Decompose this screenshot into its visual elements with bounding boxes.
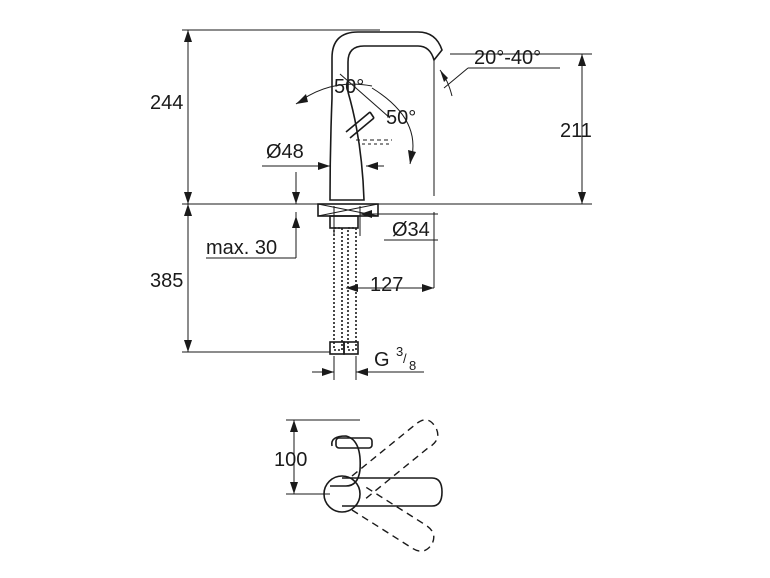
label-spout-angle: 20°-40° (474, 47, 541, 69)
faucet-plan-view: 100 (274, 419, 443, 552)
label-thread-den: 8 (409, 358, 416, 373)
label-244: 244 (150, 92, 183, 114)
label-lever-angle-side: 50° (386, 107, 416, 129)
label-plan-depth: 100 (274, 449, 307, 471)
dimension-thread: G 3 / 8 (312, 344, 424, 380)
dimension-body-diameter: Ø48 (262, 141, 384, 170)
dimension-385: 385 (150, 204, 192, 352)
label-211: 211 (560, 120, 592, 142)
label-lever-angle-top: 50° (334, 76, 364, 98)
dimension-211: 211 (560, 54, 592, 204)
label-hole-diameter: Ø34 (392, 219, 430, 241)
dimension-hole-diameter: Ø34 (333, 206, 438, 241)
dimension-spout-angle: 20°-40° (439, 47, 560, 97)
faucet-elevation (317, 31, 443, 355)
extension-lines (182, 29, 592, 353)
label-reach: 127 (370, 274, 403, 296)
label-385: 385 (150, 270, 183, 292)
dimension-244: 244 (150, 30, 192, 204)
dimension-lever-angle-side: 50° (362, 87, 416, 165)
dimension-reach: 127 (346, 274, 434, 296)
label-thread-num: 3 (396, 344, 403, 359)
label-body-diameter: Ø48 (266, 141, 304, 163)
dimension-lever-angle-top: 50° (295, 73, 391, 119)
label-thread-prefix: G (374, 349, 390, 371)
dimension-max-deck: max. 30 (206, 172, 300, 259)
label-thread-slash: / (403, 351, 407, 366)
label-max-deck: max. 30 (206, 237, 277, 259)
